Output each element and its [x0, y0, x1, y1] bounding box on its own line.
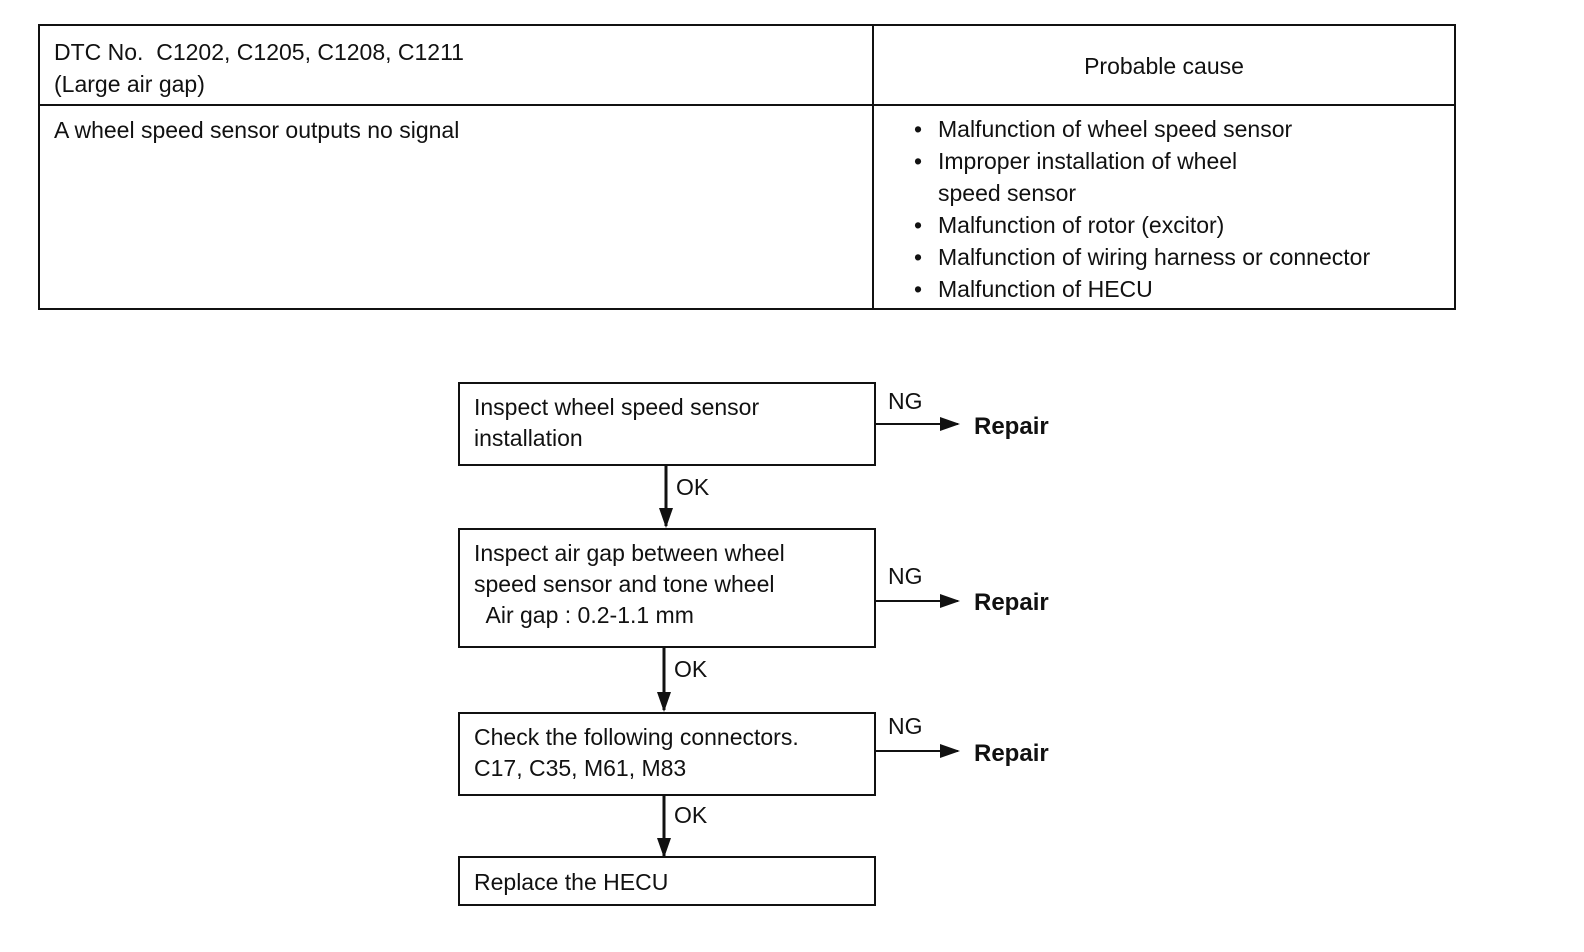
probable-cause-header: Probable cause	[1084, 53, 1244, 79]
cause-item: Malfunction of wiring harness or connect…	[910, 241, 1370, 273]
ok-label: OK	[676, 474, 710, 500]
repair-label: Repair	[974, 589, 1049, 616]
ng-label: NG	[888, 388, 923, 414]
cause-item: Malfunction of HECU	[910, 273, 1370, 305]
cause-item: Malfunction of wheel speed sensor	[910, 113, 1370, 145]
step-inspect-installation: Inspect wheel speed sensor installation	[458, 382, 876, 466]
repair-label: Repair	[974, 413, 1049, 440]
step-inspect-air-gap: Inspect air gap between wheel speed sens…	[458, 528, 876, 648]
table-column-divider	[872, 26, 874, 308]
dtc-codes: DTC No. C1202, C1205, C1208, C1211	[54, 39, 464, 65]
cause-item: Malfunction of rotor (excitor)	[910, 209, 1370, 241]
ng-label: NG	[888, 713, 923, 739]
cause-list: Malfunction of wheel speed sensor Improp…	[910, 113, 1370, 305]
table-row-divider	[40, 104, 1454, 106]
ok-label: OK	[674, 656, 708, 682]
dtc-header-cell: DTC No. C1202, C1205, C1208, C1211 (Larg…	[54, 36, 464, 100]
ng-label: NG	[888, 563, 923, 589]
ok-label: OK	[674, 802, 708, 828]
dtc-table: DTC No. C1202, C1205, C1208, C1211 (Larg…	[38, 24, 1456, 310]
step-check-connectors: Check the following connectors. C17, C35…	[458, 712, 876, 796]
repair-label: Repair	[974, 740, 1049, 767]
step-replace-hecu: Replace the HECU	[458, 856, 876, 906]
condition-text: A wheel speed sensor outputs no signal	[54, 117, 460, 143]
dtc-description: (Large air gap)	[54, 71, 205, 97]
